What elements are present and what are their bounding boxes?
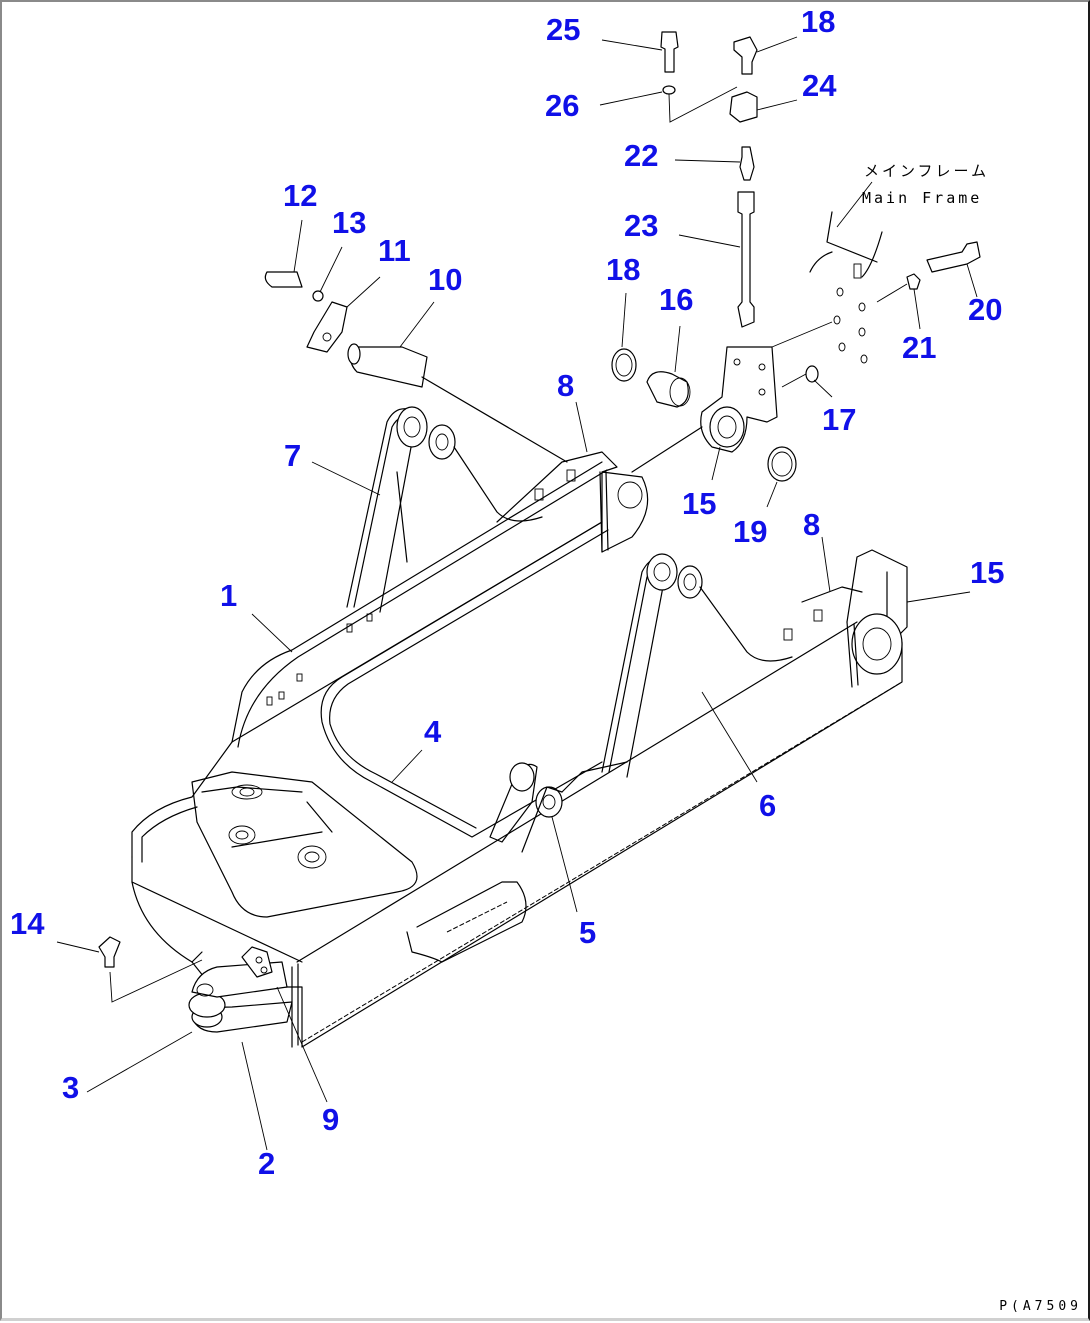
callout-11: 11: [378, 233, 411, 268]
main-frame-label-en: Main Frame: [862, 189, 983, 207]
callout-6: 6: [759, 788, 777, 823]
callout-16: 16: [659, 282, 694, 317]
callout-2: 2: [258, 1146, 276, 1181]
callout-14: 14: [10, 906, 45, 941]
callout-9: 9: [322, 1102, 340, 1137]
callout-25: 25: [546, 12, 581, 47]
bracket-7: [346, 406, 543, 613]
callout-5: 5: [579, 915, 597, 950]
bracket-5: [489, 761, 628, 853]
callout-23: 23: [624, 208, 659, 243]
bracket-15-right: [801, 549, 908, 688]
callout-18-lower: 19: [733, 514, 768, 549]
figure-code: P(A7509: [999, 1299, 1082, 1314]
pin-parts: [264, 271, 568, 463]
callout-22: 22: [624, 138, 659, 173]
callout-10: 10: [428, 262, 463, 297]
callout-8-upper: 8: [557, 368, 575, 403]
idler-bracket: [188, 946, 293, 1033]
top-parts: [98, 31, 981, 1003]
callout-24: 24: [802, 68, 837, 103]
bracket-8-upper: [496, 451, 649, 553]
callout-18-upper: 18: [606, 252, 641, 287]
callout-12: 12: [283, 178, 318, 213]
callout-4: 4: [424, 714, 442, 749]
bracket-6: [601, 553, 823, 778]
callout-7: 7: [284, 438, 302, 473]
callout-20: 21: [902, 330, 937, 365]
callout-19: 20: [968, 292, 1003, 327]
callout-1: 1: [220, 578, 238, 613]
callout-21: 18: [801, 4, 836, 39]
callout-3: 3: [62, 1070, 80, 1105]
leader-lines: [56, 36, 978, 1151]
callout-15-right: 15: [970, 555, 1005, 590]
callout-13: 13: [332, 205, 367, 240]
callout-8-lower: 8: [803, 507, 821, 542]
callout-17: 17: [822, 402, 857, 437]
main-frame-label-jp: メインフレーム: [864, 162, 990, 180]
callout-26: 26: [545, 88, 580, 123]
callout-15-upper: 15: [682, 486, 717, 521]
